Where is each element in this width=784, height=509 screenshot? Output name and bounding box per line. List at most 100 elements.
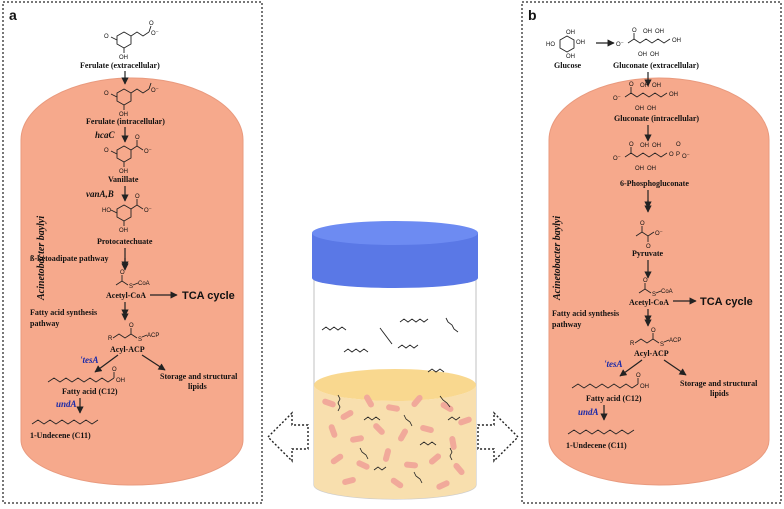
- svg-text:OH: OH: [119, 169, 128, 175]
- svg-text:O: O: [636, 373, 641, 379]
- label-gluconate-int: Gluconate (intracellular): [614, 114, 699, 123]
- svg-text:O: O: [104, 91, 109, 97]
- panel-b-organism: Acinetobacter baylyi: [552, 216, 563, 301]
- bacteria-cells: [322, 394, 472, 490]
- svg-text:OH: OH: [635, 166, 644, 172]
- svg-text:S: S: [129, 284, 133, 290]
- svg-text:O: O: [104, 148, 109, 154]
- right-dotted-arrow: [477, 411, 519, 463]
- svg-text:OH: OH: [640, 384, 649, 390]
- svg-text:O⁻: O⁻: [616, 42, 624, 48]
- svg-text:O: O: [112, 367, 117, 373]
- acyl-acp-structure-b: R O S ACP: [630, 328, 681, 348]
- label-acyl-acp-a: Acyl-ACP: [110, 345, 145, 354]
- label-undecene-a: 1-Undecene (C11): [30, 431, 91, 440]
- svg-text:P: P: [676, 152, 680, 158]
- svg-text:O: O: [676, 142, 681, 148]
- svg-text:O: O: [643, 278, 648, 284]
- panel-b-cell: [548, 77, 770, 486]
- svg-text:O⁻: O⁻: [144, 208, 152, 214]
- label-fas-b-1: Fatty acid synthesis: [552, 309, 619, 318]
- svg-text:O⁻: O⁻: [613, 156, 621, 162]
- label-storage-a-1: Storage and structural: [160, 372, 238, 381]
- svg-text:ACP: ACP: [147, 333, 159, 339]
- label-acetyl-coa-b: Acetyl-CoA: [629, 298, 669, 307]
- svg-text:O: O: [120, 270, 125, 276]
- label-acyl-acp-b: Acyl-ACP: [634, 349, 669, 358]
- protocatechuate-structure: O⁻ O HO OH: [102, 194, 152, 234]
- svg-text:OH: OH: [652, 83, 661, 89]
- svg-text:OH: OH: [652, 143, 661, 149]
- svg-text:R: R: [630, 341, 635, 347]
- svg-text:R: R: [108, 336, 113, 342]
- svg-text:S: S: [138, 337, 142, 343]
- undecene-structure-a: [31, 419, 99, 425]
- label-storage-b-1: Storage and structural: [680, 379, 758, 388]
- svg-text:S: S: [660, 342, 664, 348]
- svg-text:OH: OH: [635, 106, 644, 112]
- svg-text:OH: OH: [576, 40, 585, 46]
- svg-text:O: O: [651, 328, 656, 334]
- label-6pg: 6-Phosphogluconate: [620, 179, 689, 188]
- label-undecene-b: 1-Undecene (C11): [566, 441, 627, 450]
- label-pyruvate: Pyruvate: [632, 249, 664, 258]
- svg-text:OH: OH: [672, 38, 681, 44]
- svg-text:O: O: [149, 21, 154, 27]
- svg-text:O: O: [104, 34, 109, 40]
- svg-text:OH: OH: [116, 378, 125, 384]
- svg-text:O: O: [129, 323, 134, 329]
- svg-text:HO: HO: [546, 42, 555, 48]
- svg-text:OH: OH: [643, 29, 652, 35]
- label-storage-a-2: lipids: [188, 382, 207, 391]
- svg-text:O⁻: O⁻: [144, 149, 152, 155]
- svg-text:OH: OH: [119, 228, 128, 234]
- pyruvate-structure: O O O⁻: [635, 221, 663, 250]
- label-protocatechuate: Protocatechuate: [97, 237, 153, 246]
- svg-text:HO: HO: [102, 208, 111, 214]
- liquid-molecules: [337, 394, 461, 484]
- svg-text:OH: OH: [638, 52, 647, 58]
- acetyl-coa-structure-a: O S CoA: [115, 270, 150, 290]
- svg-text:O: O: [646, 244, 651, 250]
- acetyl-coa-structure-b: O S CoA: [638, 278, 673, 298]
- arrow-storage-b: [663, 359, 687, 376]
- phosphogluconate-structure: O⁻ O OH OH OH OH O P O O⁻: [613, 142, 690, 172]
- svg-text:S: S: [652, 292, 656, 298]
- arrow-tesA-b: [619, 359, 643, 377]
- svg-text:O: O: [669, 152, 674, 158]
- svg-text:OH: OH: [669, 92, 678, 98]
- panel-b-letter: b: [528, 7, 537, 23]
- gene-hcaC: hcaC: [95, 130, 116, 140]
- label-fas-a-2: pathway: [30, 319, 59, 328]
- label-fatty-acid-a: Fatty acid (C12): [62, 387, 118, 396]
- panel-b: b Acinetobacter baylyi OH HO OH OH Gluco…: [521, 1, 782, 504]
- label-tca-b: TCA cycle: [700, 296, 753, 308]
- fatty-acid-structure-a: O OH: [47, 367, 125, 384]
- glucose-structure: OH HO OH OH: [546, 30, 585, 60]
- svg-text:OH: OH: [640, 83, 649, 89]
- acyl-acp-structure-a: R O S ACP: [108, 323, 159, 343]
- jar-liquid: [314, 385, 476, 499]
- panel-a-frame: [2, 1, 263, 504]
- svg-text:OH: OH: [647, 106, 656, 112]
- svg-text:OH: OH: [655, 29, 664, 35]
- label-storage-b-2: lipids: [710, 389, 729, 398]
- panel-b-frame: [521, 1, 782, 504]
- svg-text:O⁻: O⁻: [613, 96, 621, 102]
- gene-vanAB: vanA,B: [86, 189, 114, 199]
- svg-text:ACP: ACP: [669, 338, 681, 344]
- label-ferulate-int: Ferulate (intracellular): [86, 117, 165, 126]
- label-ferulate-ext: Ferulate (extracellular): [80, 61, 160, 70]
- svg-text:OH: OH: [640, 143, 649, 149]
- label-fatty-acid-b: Fatty acid (C12): [586, 394, 642, 403]
- svg-text:O: O: [640, 221, 645, 227]
- ferulate-ext-structure: O⁻ O O OH: [104, 21, 159, 61]
- svg-text:OH: OH: [566, 54, 575, 60]
- svg-text:O⁻: O⁻: [682, 154, 690, 160]
- panel-a-letter: a: [9, 7, 17, 23]
- label-fas-a-1: Fatty acid synthesis: [30, 308, 97, 317]
- svg-text:OH: OH: [650, 52, 659, 58]
- vanillate-structure: O⁻ O O OH: [104, 135, 152, 175]
- jar-lid-top: [312, 221, 478, 245]
